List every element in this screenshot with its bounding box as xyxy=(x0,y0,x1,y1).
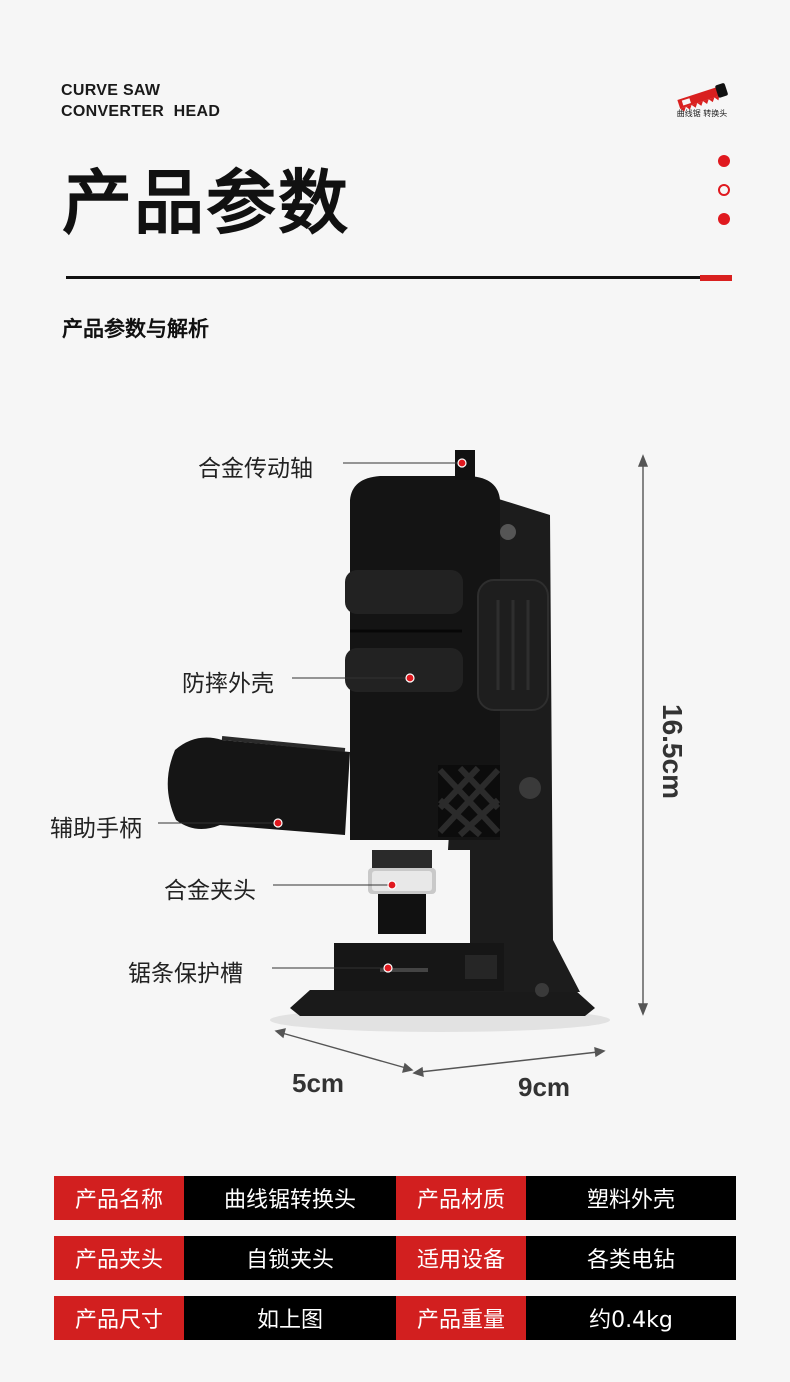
spec-value: 约0.4kg xyxy=(526,1296,736,1340)
callout-handle: 辅助手柄 xyxy=(50,816,142,842)
product-diagram: 合金传动轴 防摔外壳 辅助手柄 合金夹头 锯条保护槽 5cm 9cm xyxy=(0,380,790,1140)
english-title: CURVE SAW CONVERTER HEAD xyxy=(61,80,220,122)
callout-drive-shaft: 合金传动轴 xyxy=(198,456,313,482)
saw-logo-icon xyxy=(677,83,728,112)
spec-table: 产品名称 曲线锯转换头 产品材质 塑料外壳 产品夹头 自锁夹头 适用设备 各类电… xyxy=(54,1176,736,1356)
logo-caption: 曲线锯 转换头 xyxy=(676,109,728,118)
spec-value: 塑料外壳 xyxy=(526,1176,736,1220)
red-dot-icon xyxy=(718,155,730,167)
spec-key: 适用设备 xyxy=(396,1236,526,1280)
english-title-line-2: CONVERTER HEAD xyxy=(61,103,221,120)
spec-value: 如上图 xyxy=(184,1296,396,1340)
spec-row: 产品名称 曲线锯转换头 产品材质 塑料外壳 xyxy=(54,1176,736,1220)
spec-key: 产品尺寸 xyxy=(54,1296,184,1340)
callout-chuck: 合金夹头 xyxy=(164,878,256,904)
spec-row: 产品尺寸 如上图 产品重量 约0.4kg xyxy=(54,1296,736,1340)
spec-key: 产品名称 xyxy=(54,1176,184,1220)
title-divider-accent xyxy=(700,275,732,281)
hollow-dot-icon xyxy=(718,184,730,196)
page-title: 产品参数 xyxy=(62,162,350,244)
product-illustration xyxy=(158,450,649,1078)
red-dot-icon xyxy=(718,213,730,225)
dimension-depth: 5cm xyxy=(292,1068,345,1098)
section-subtitle: 产品参数与解析 xyxy=(62,317,209,341)
spec-row: 产品夹头 自锁夹头 适用设备 各类电钻 xyxy=(54,1236,736,1280)
callout-shell: 防摔外壳 xyxy=(182,671,274,697)
spec-key: 产品重量 xyxy=(396,1296,526,1340)
callout-blade-guard: 锯条保护槽 xyxy=(128,961,243,987)
spec-value: 自锁夹头 xyxy=(184,1236,396,1280)
spec-value: 曲线锯转换头 xyxy=(184,1176,396,1220)
english-title-line-1: CURVE SAW xyxy=(61,82,161,99)
spec-value: 各类电钻 xyxy=(526,1236,736,1280)
spec-key: 产品夹头 xyxy=(54,1236,184,1280)
title-divider xyxy=(66,276,700,279)
spec-key: 产品材质 xyxy=(396,1176,526,1220)
dimension-height: 16.5cm xyxy=(657,704,688,799)
dimension-width: 9cm xyxy=(518,1072,571,1102)
